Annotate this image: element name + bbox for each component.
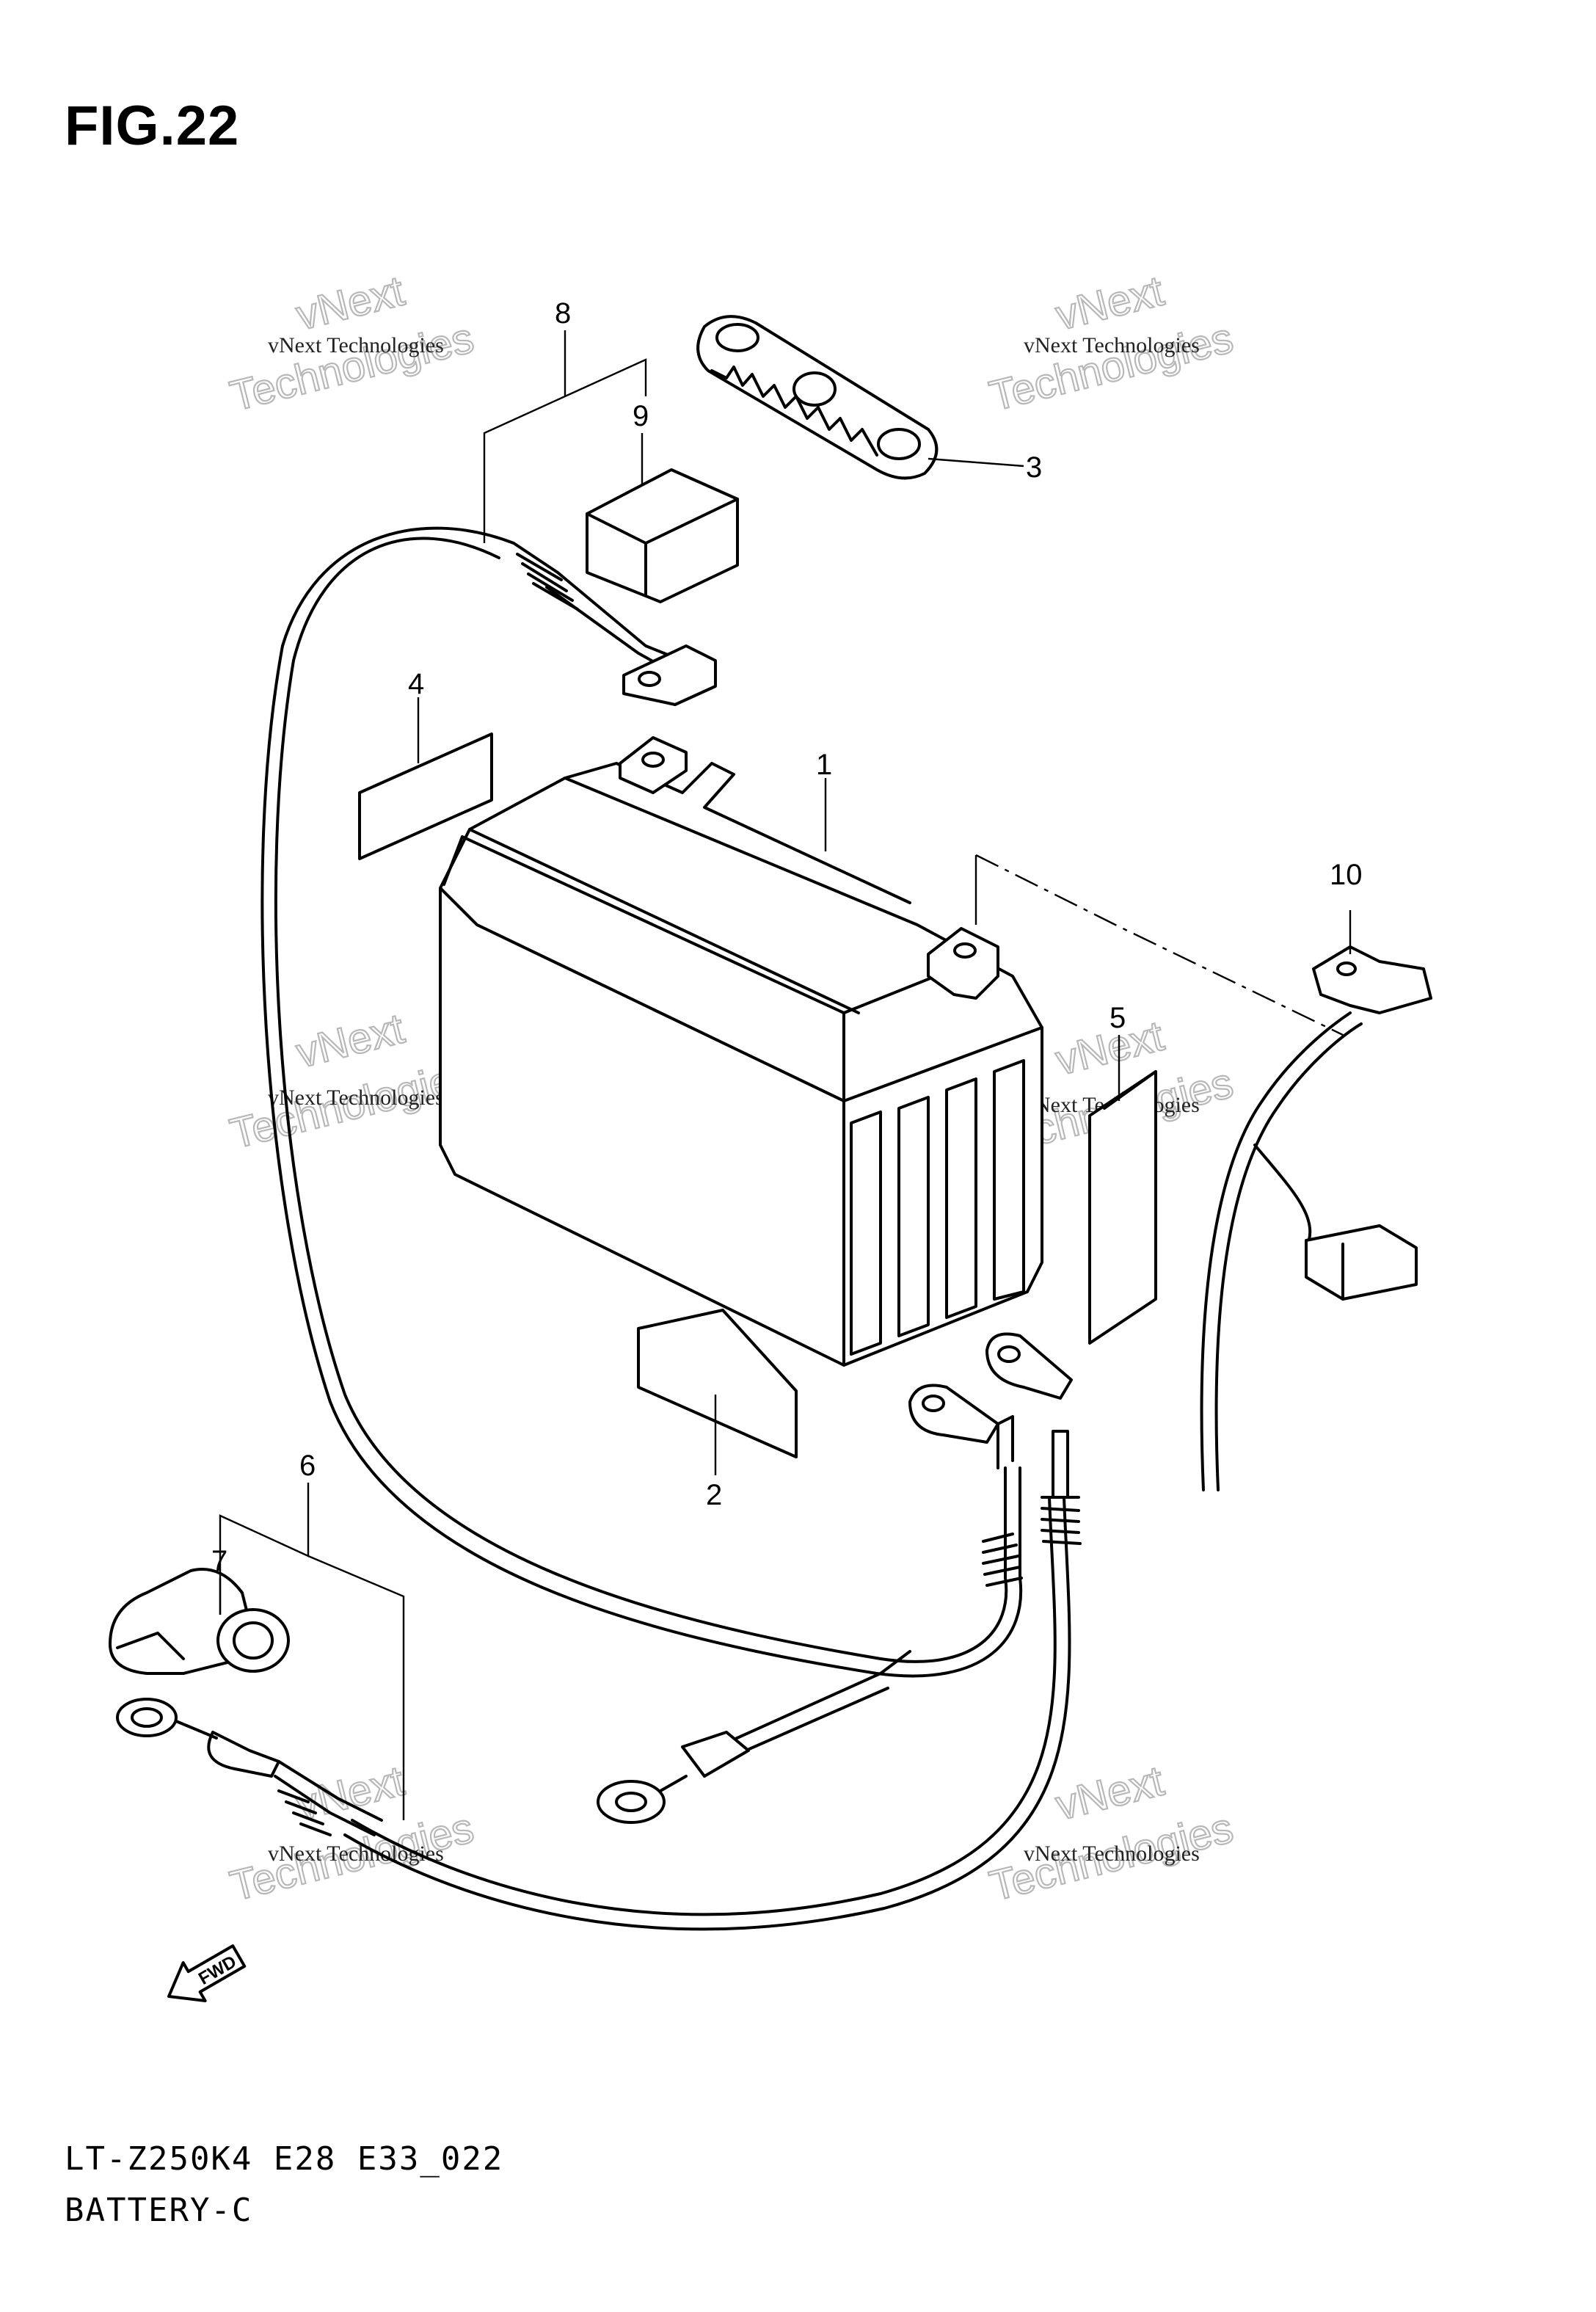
svg-text:vNext Technologies: vNext Technologies <box>1024 1842 1200 1866</box>
part-small-ring-lead[interactable] <box>597 1650 911 1824</box>
svg-text:vNext: vNext <box>291 1005 409 1077</box>
callout-8[interactable]: 8 <box>555 297 571 330</box>
svg-text:Technologies: Technologies <box>985 314 1237 421</box>
part-battery-band[interactable] <box>696 315 939 480</box>
part-wire-harness[interactable] <box>1200 945 1432 1491</box>
part-battery[interactable] <box>439 736 1043 1367</box>
section-name: BATTERY-C <box>65 2192 253 2229</box>
fwd-arrow-icon: FWD <box>167 1944 247 2002</box>
model-code: LT-Z250K4 E28 E33_022 <box>65 2140 504 2178</box>
watermark-bottom-right: vNext Technologies vNext Technologies <box>984 1756 1238 1911</box>
callout-10[interactable]: 10 <box>1330 859 1363 891</box>
svg-text:vNext: vNext <box>1051 267 1168 340</box>
part-pad-left[interactable] <box>358 733 493 860</box>
callout-2[interactable]: 2 <box>706 1479 722 1511</box>
part-pad-right[interactable] <box>1088 1070 1157 1345</box>
callout-9[interactable]: 9 <box>633 400 649 432</box>
callout-3[interactable]: 3 <box>1026 451 1042 484</box>
callout-7[interactable]: 7 <box>211 1545 227 1577</box>
watermark-bottom-left: vNext Technologies vNext Technologies <box>225 1756 478 1911</box>
svg-text:Technologies: Technologies <box>225 314 478 421</box>
callout-5[interactable]: 5 <box>1109 1002 1126 1034</box>
callout-1[interactable]: 1 <box>816 749 832 781</box>
part-ground-lead[interactable] <box>116 1698 383 1836</box>
part-pad-bottom[interactable] <box>637 1309 798 1458</box>
part-negative-cable[interactable] <box>343 1332 1082 1931</box>
svg-text:vNext Technologies: vNext Technologies <box>268 1086 444 1110</box>
leader-6 <box>219 1483 310 1615</box>
part-positive-cable[interactable] <box>260 526 1023 1678</box>
watermark-top-right: vNext Technologies vNext Technologies <box>984 266 1238 421</box>
leader-8 <box>483 330 566 543</box>
watermark-top-left: vNext Technologies vNext Technologies <box>225 266 478 421</box>
guide-line-right <box>975 854 1344 1036</box>
svg-text:vNext: vNext <box>1051 1757 1168 1830</box>
svg-text:vNext Technologies: vNext Technologies <box>1024 333 1200 357</box>
callout-6[interactable]: 6 <box>299 1450 316 1482</box>
svg-text:vNext: vNext <box>291 267 409 340</box>
part-terminal-boot[interactable] <box>109 1568 290 1675</box>
part-terminal-cap[interactable] <box>586 468 739 603</box>
svg-text:vNext Technologies: vNext Technologies <box>268 333 444 357</box>
leader-3 <box>928 457 1024 468</box>
figure-title: FIG.22 <box>65 95 240 157</box>
callout-4[interactable]: 4 <box>408 668 424 700</box>
